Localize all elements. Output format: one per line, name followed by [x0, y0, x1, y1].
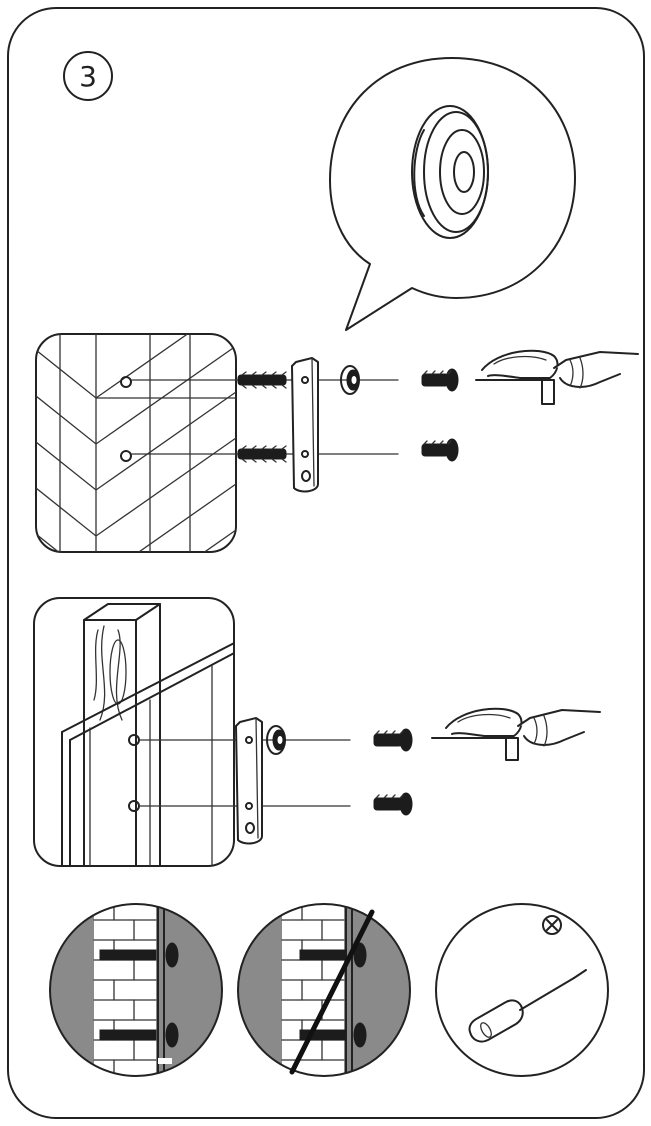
cap-washer-detail-icon [330, 58, 575, 330]
phillips-head-symbol-icon [543, 916, 561, 934]
mounting-bracket-icon [236, 718, 262, 843]
correct-installation-icon [50, 900, 222, 1080]
wall-plug-icon [238, 446, 286, 462]
screw-icon [374, 729, 412, 751]
power-drill-icon [432, 709, 600, 760]
mounting-bracket-icon [292, 358, 318, 491]
screw-icon [422, 369, 458, 391]
wall-plug-icon [238, 372, 286, 388]
step-number-badge: 3 [64, 52, 112, 100]
phillips-screwdriver-icon [436, 904, 608, 1076]
screw-icon [422, 439, 458, 461]
wood-stud-wall-icon [34, 598, 240, 866]
brick-wall-icon [36, 300, 236, 628]
power-drill-icon [476, 351, 638, 404]
step-number: 3 [79, 60, 97, 93]
incorrect-installation-icon [238, 900, 410, 1080]
screw-icon [374, 793, 412, 815]
